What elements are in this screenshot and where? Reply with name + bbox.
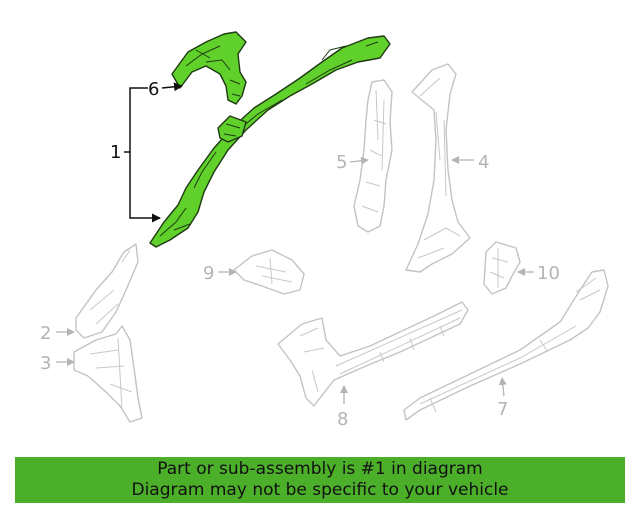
part-4-b-pillar[interactable] bbox=[405, 63, 471, 273]
banner-line-1: Part or sub-assembly is #1 in diagram bbox=[157, 459, 483, 479]
part-6-bracket[interactable] bbox=[171, 31, 247, 105]
part-3-lower-bracket[interactable] bbox=[73, 325, 143, 423]
part-5-inner-pillar[interactable] bbox=[353, 79, 393, 233]
part-10-bracket[interactable] bbox=[483, 241, 521, 295]
callout-1: 1 bbox=[110, 142, 121, 163]
leader-5 bbox=[349, 156, 369, 165]
callout-8: 8 bbox=[337, 409, 348, 430]
callout-10: 10 bbox=[537, 263, 560, 284]
callout-6: 6 bbox=[148, 79, 159, 100]
parts-diagram: 1 6 5 4 9 10 2 3 8 7 bbox=[40, 31, 609, 430]
part-8-inner-sill[interactable] bbox=[277, 301, 469, 407]
leader-7 bbox=[498, 377, 507, 397]
banner-line-2: Diagram may not be specific to your vehi… bbox=[131, 480, 509, 500]
bracket-1-leader bbox=[129, 87, 161, 223]
part-2-lower-pillar[interactable] bbox=[75, 243, 139, 339]
callout-4: 4 bbox=[478, 152, 489, 173]
callout-9: 9 bbox=[203, 263, 214, 284]
part-7-outer-sill[interactable] bbox=[403, 269, 609, 421]
part-9-plate[interactable] bbox=[233, 249, 305, 295]
callout-3: 3 bbox=[40, 353, 51, 374]
part-1-pillar-rail[interactable] bbox=[149, 35, 391, 248]
info-banner: Part or sub-assembly is #1 in diagram Di… bbox=[15, 457, 625, 503]
leader-6 bbox=[161, 82, 183, 92]
callout-5: 5 bbox=[336, 152, 347, 173]
callout-7: 7 bbox=[497, 399, 508, 420]
callout-2: 2 bbox=[40, 323, 51, 344]
